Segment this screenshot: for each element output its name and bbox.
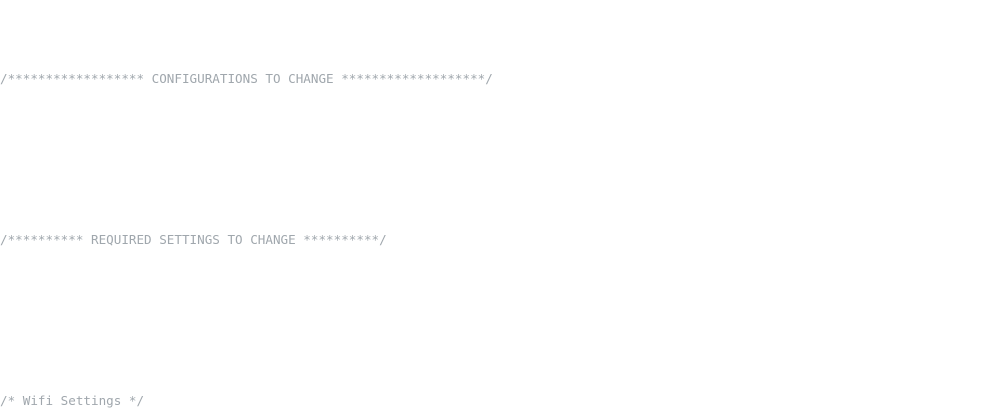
code-line-blank — [0, 152, 1007, 168]
code-line: /****************** CONFIGURATIONS TO CH… — [0, 71, 1007, 87]
banner-configurations-comment: /****************** CONFIGURATIONS TO CH… — [0, 71, 493, 87]
banner-required-settings-comment: /********** REQUIRED SETTINGS TO CHANGE … — [0, 232, 387, 248]
code-line: /* Wifi Settings */ — [0, 393, 1007, 409]
code-line: /********** REQUIRED SETTINGS TO CHANGE … — [0, 232, 1007, 248]
wifi-settings-comment: /* Wifi Settings */ — [0, 393, 145, 409]
code-line-blank — [0, 313, 1007, 329]
